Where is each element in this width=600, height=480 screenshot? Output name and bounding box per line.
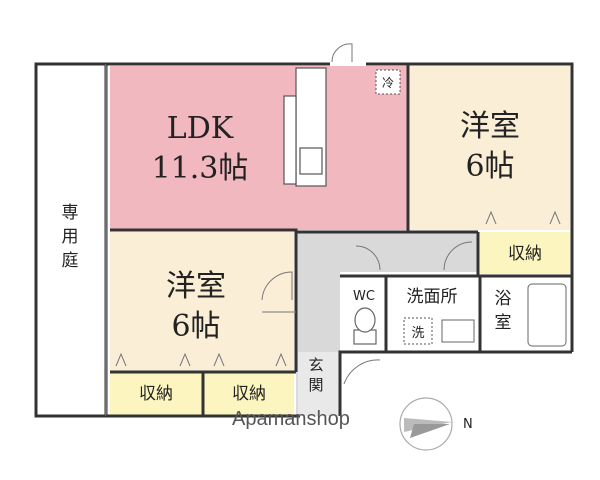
hallway [296, 232, 478, 416]
bathroom-label-char1: 浴 [495, 289, 512, 309]
storage-south-right [204, 372, 294, 416]
bedroom-north [410, 66, 570, 230]
fridge-label: 冷 [382, 76, 394, 90]
entrance-area [298, 352, 340, 416]
bedroom-south [110, 232, 294, 372]
washer: 洗 [403, 317, 433, 345]
entrance-label: 玄 関 [308, 356, 323, 394]
closet-markers [115, 210, 561, 367]
storage-south-right-label: 収納 [232, 384, 266, 404]
ldk-name: LDK [167, 111, 234, 146]
bedroom-north-size: 6帖 [465, 149, 514, 184]
storage-north [480, 232, 570, 274]
entrance-label-char2: 関 [308, 376, 323, 394]
compass-needle-icon [410, 424, 450, 438]
private-garden [34, 62, 108, 418]
bathtub [527, 283, 567, 347]
watermark: Apamanshop [232, 408, 350, 430]
bedroom-north-name: 洋室 [460, 109, 520, 144]
garden-label-char2: 用 [62, 227, 79, 247]
fridge: 冷 [375, 69, 401, 95]
bathroom-label-char2: 室 [495, 313, 512, 333]
garden-label-char3: 庭 [62, 251, 79, 271]
bathroom-label: 浴 室 [495, 289, 512, 333]
kitchen-counter [283, 67, 327, 187]
bedroom-south-size: 6帖 [171, 309, 220, 344]
compass: N [399, 397, 473, 451]
storage-south-left [110, 372, 202, 416]
storage-north-label: 収納 [508, 244, 542, 264]
entrance-label-char1: 玄 [308, 356, 323, 374]
door-swings [261, 43, 473, 385]
sink-fixture [441, 319, 475, 343]
walls [106, 62, 574, 418]
ldk-size: 11.3帖 [152, 151, 249, 186]
toilet-label: WC [353, 289, 375, 304]
bedroom-south-name: 洋室 [166, 269, 226, 304]
storage-south-left-label: 収納 [139, 384, 173, 404]
toilet-fixture [353, 307, 377, 345]
ldk-room [110, 66, 408, 230]
washroom-label: 洗面所 [407, 287, 458, 307]
compass-label: N [463, 417, 473, 432]
garden-label-char1: 専 [62, 203, 79, 223]
washer-label: 洗 [411, 326, 424, 341]
garden-label: 専 用 庭 [62, 203, 79, 271]
